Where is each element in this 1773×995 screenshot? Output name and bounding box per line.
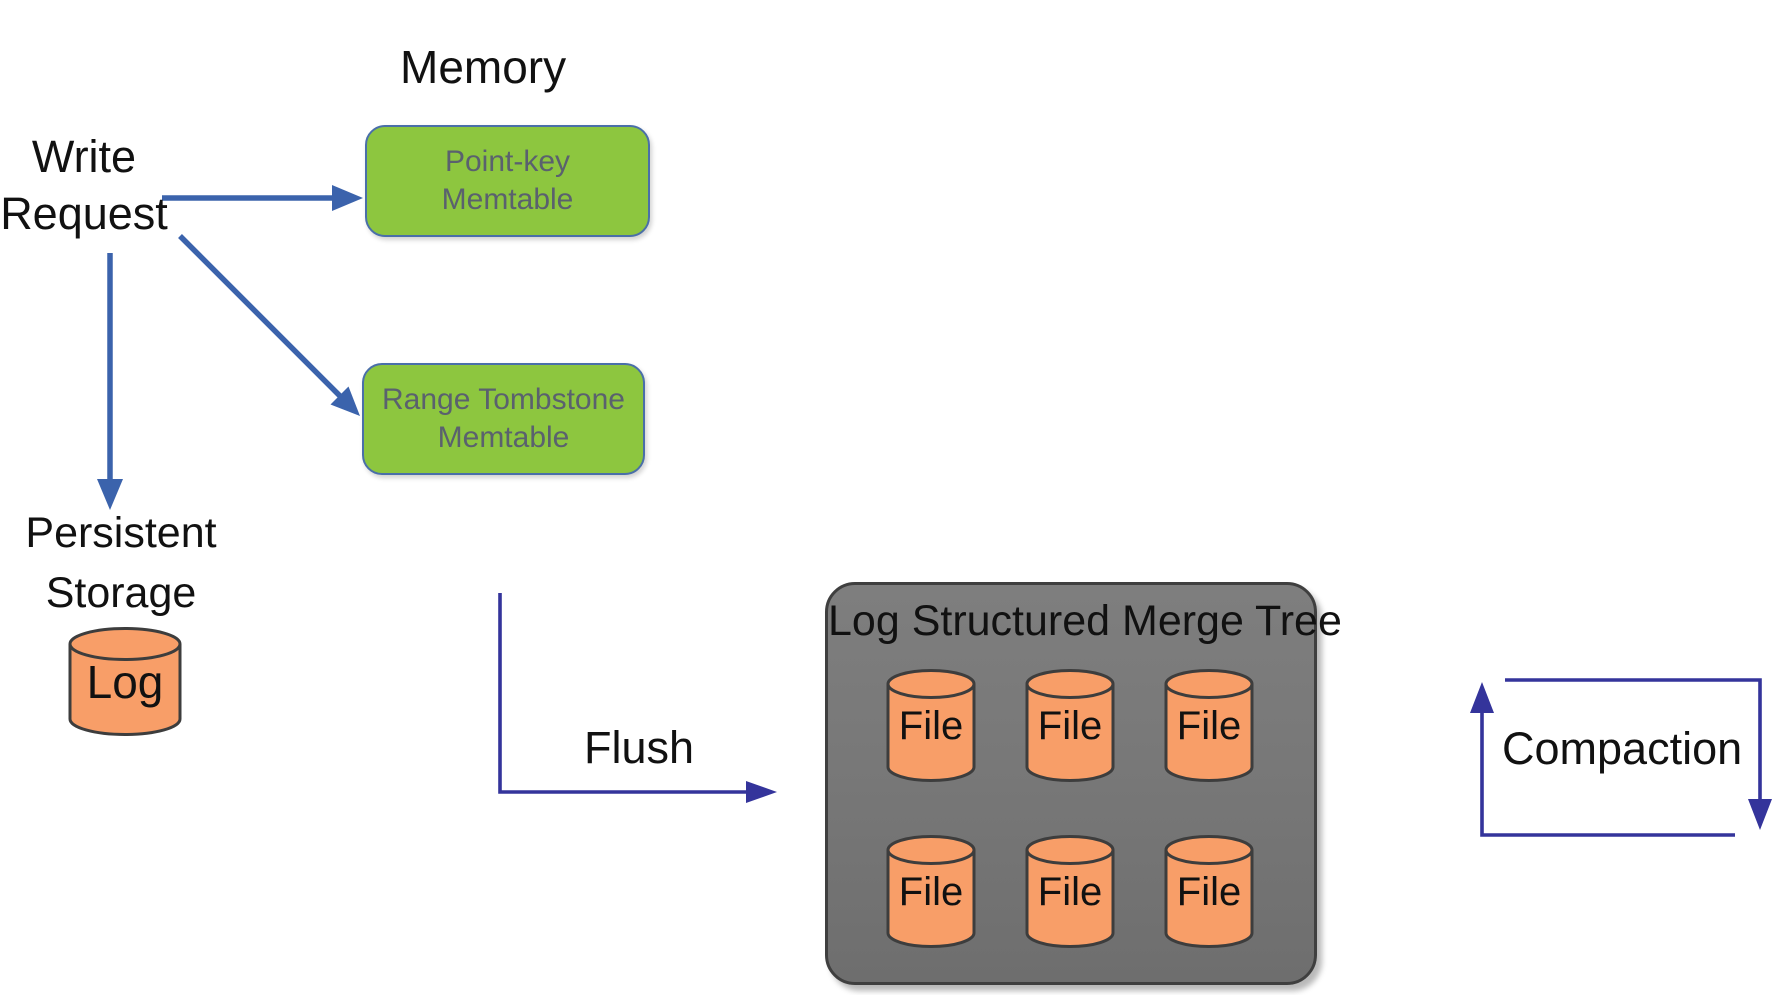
pointkey-memtable-box: Point-key Memtable xyxy=(365,125,650,237)
lsm-tree-title: Log Structured Merge Tree xyxy=(828,597,1342,645)
persistent-storage-label: Persistent Storage xyxy=(12,503,230,623)
lsm-tree-box: Log Structured Merge Tree File File File xyxy=(825,582,1342,985)
flush-arrow xyxy=(498,593,777,803)
write-to-log-arrow xyxy=(97,253,123,510)
database-cylinder-icon xyxy=(1164,669,1254,782)
file-cylinder: File xyxy=(886,835,976,949)
range-tombstone-line2: Memtable xyxy=(437,421,570,454)
database-cylinder-icon xyxy=(68,627,182,736)
database-cylinder-icon xyxy=(886,669,976,782)
range-tombstone-line1: Range Tombstone xyxy=(382,383,625,416)
compaction-label: Compaction xyxy=(1502,723,1743,774)
persistent-storage-line1: Persistent xyxy=(25,509,217,557)
file-cylinder: File xyxy=(1164,835,1254,949)
file-label: File xyxy=(1176,870,1242,914)
compaction-loop-down-arrow xyxy=(1505,678,1772,830)
memory-section-title: Memory xyxy=(400,41,567,93)
write-request-label: Write Request xyxy=(0,128,168,242)
file-cylinder: File xyxy=(1025,669,1115,783)
file-label: File xyxy=(1037,870,1103,914)
file-label: File xyxy=(1176,704,1242,748)
file-label: File xyxy=(1037,704,1103,748)
database-cylinder-icon xyxy=(886,835,976,948)
file-cylinder: File xyxy=(1025,835,1115,949)
write-request-line2: Request xyxy=(0,188,168,239)
database-cylinder-icon xyxy=(1025,669,1115,782)
log-database-cylinder: Log xyxy=(68,627,182,737)
write-to-range-arrow xyxy=(178,234,360,416)
pointkey-memtable-line2: Memtable xyxy=(441,183,574,216)
write-request-line1: Write xyxy=(31,131,137,182)
file-cylinder: File xyxy=(886,669,976,783)
pointkey-memtable-line1: Point-key xyxy=(444,145,571,178)
database-cylinder-icon xyxy=(1025,835,1115,948)
log-label: Log xyxy=(86,656,164,708)
flush-label: Flush xyxy=(584,722,695,773)
persistent-storage-line2: Storage xyxy=(45,569,197,617)
file-cylinder: File xyxy=(1164,669,1254,783)
file-label: File xyxy=(898,870,964,914)
compaction-loop-up-arrow xyxy=(1470,682,1735,837)
range-tombstone-memtable-box: Range Tombstone Memtable xyxy=(362,363,645,475)
database-cylinder-icon xyxy=(1164,835,1254,948)
write-to-pointkey-arrow xyxy=(162,185,363,211)
file-label: File xyxy=(898,704,964,748)
